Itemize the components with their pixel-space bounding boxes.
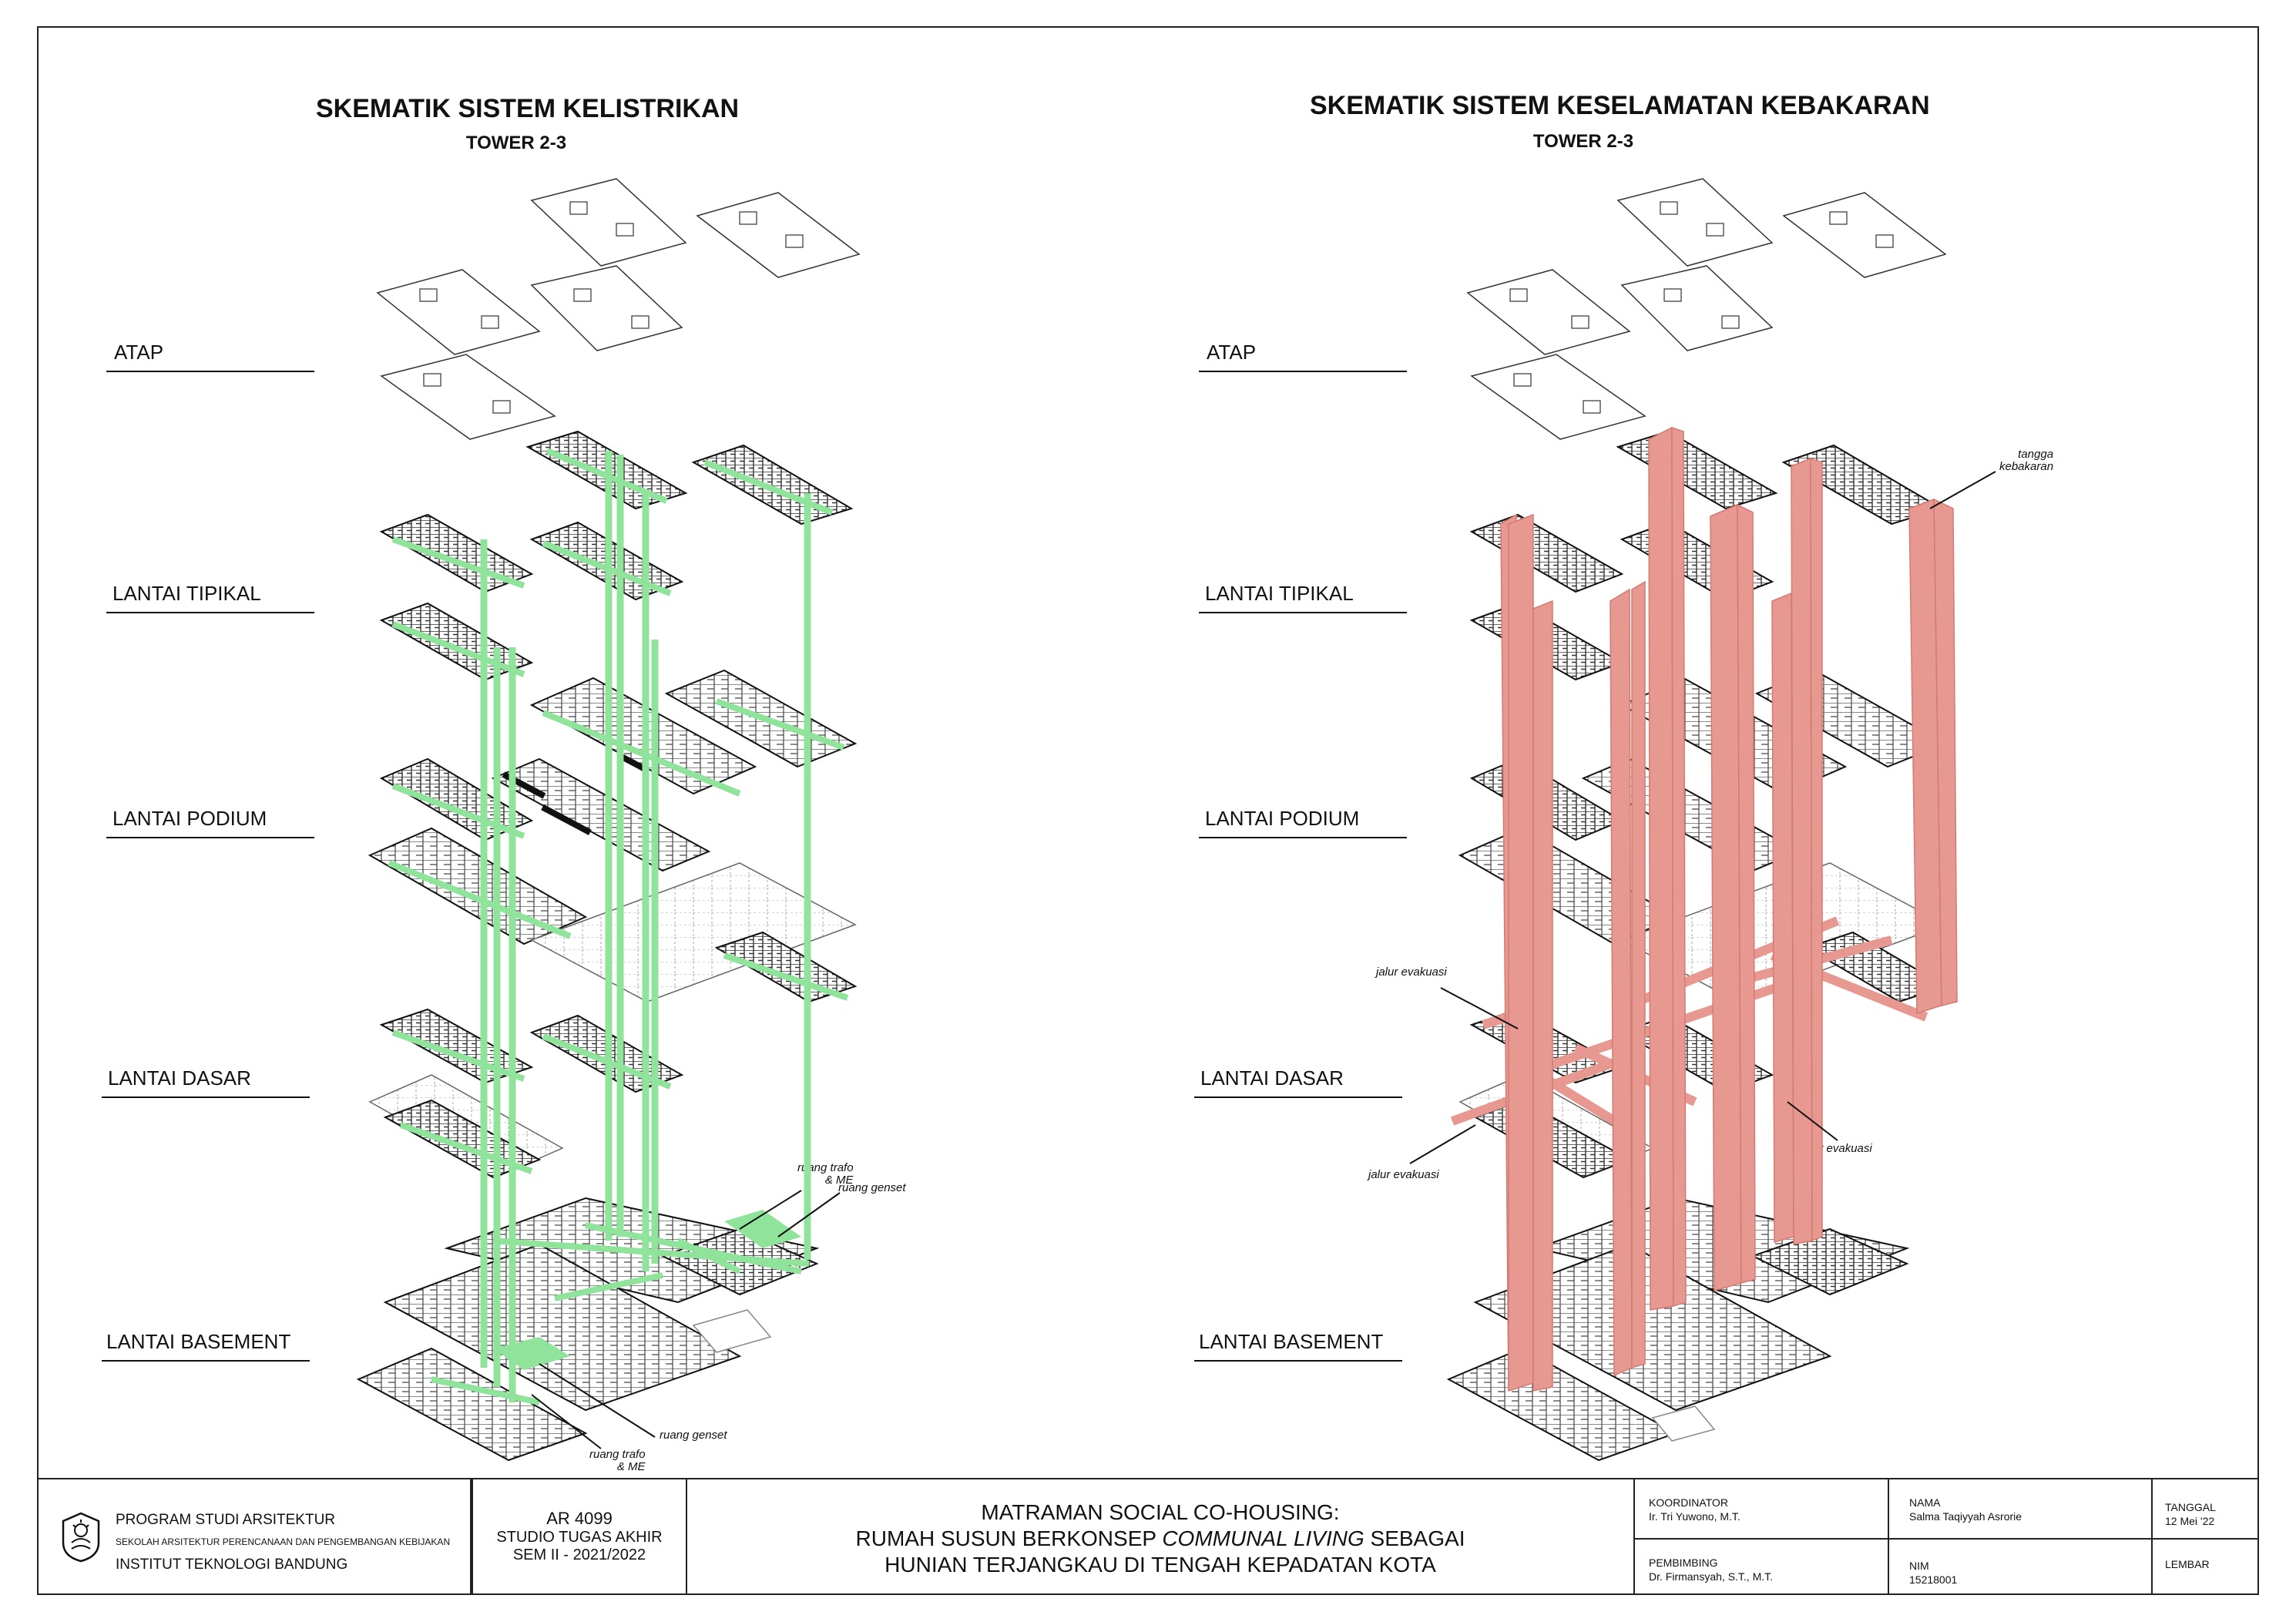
left-title: SKEMATIK SISTEM KELISTRIKAN bbox=[316, 94, 740, 123]
title-block: PROGRAM STUDI ARSITEKTUR SEKOLAH ARSITEK… bbox=[39, 1478, 2257, 1595]
koordinator-label: KOORDINATOR bbox=[1649, 1496, 1728, 1509]
annotation-jalur-evakuasi-1: jalur evakuasi bbox=[1376, 965, 1447, 979]
annotation-tangga-kebakaran: tangga kebakaran bbox=[1999, 448, 2054, 473]
lembar-label: LEMBAR bbox=[2165, 1558, 2210, 1570]
project-title-line-1: MATRAMAN SOCIAL CO-HOUSING: bbox=[981, 1500, 1340, 1524]
annotation-ruang-genset-bottom: ruang genset bbox=[660, 1429, 727, 1442]
drawing-sheet-border bbox=[37, 26, 2259, 1595]
koordinator-name: Ir. Tri Yuwono, M.T. bbox=[1649, 1510, 1740, 1523]
course-cell: AR 4099 STUDIO TUGAS AKHIR SEM II - 2021… bbox=[472, 1479, 687, 1595]
program-name: PROGRAM STUDI ARSITEKTUR bbox=[116, 1512, 336, 1528]
annotation-ruang-trafo-bottom: ruang trafo & ME bbox=[589, 1448, 646, 1473]
project-title-line-3: HUNIAN TERJANGKAU DI TENGAH KEPADATAN KO… bbox=[884, 1553, 1436, 1577]
level-label-atap-right: ATAP bbox=[1207, 341, 1257, 364]
course-name: STUDIO TUGAS AKHIR bbox=[496, 1529, 663, 1546]
project-title-line-2b: COMMUNAL LIVING bbox=[1162, 1526, 1365, 1550]
annotation-ruang-genset-top: ruang genset bbox=[838, 1181, 906, 1194]
level-label-atap-left: ATAP bbox=[114, 341, 164, 364]
nama-label: NAMA bbox=[1909, 1496, 1941, 1509]
left-isometric-diagram bbox=[356, 178, 861, 1462]
right-title: SKEMATIK SISTEM KESELAMATAN KEBAKARAN bbox=[1310, 91, 1930, 120]
level-label-dasar-left: LANTAI DASAR bbox=[108, 1066, 251, 1090]
nim-label: NIM bbox=[1909, 1560, 1929, 1572]
level-label-tipikal-left: LANTAI TIPIKAL bbox=[112, 582, 261, 605]
level-underlines bbox=[102, 371, 1407, 1362]
level-label-dasar-right: LANTAI DASAR bbox=[1200, 1066, 1344, 1090]
date-cell: TANGGAL 12 Mei '22 LEMBAR bbox=[2153, 1479, 2257, 1595]
advisor-cell: KOORDINATOR Ir. Tri Yuwono, M.T. PEMBIMB… bbox=[1635, 1479, 1889, 1595]
level-label-basement-right: LANTAI BASEMENT bbox=[1199, 1330, 1384, 1353]
school-name: SEKOLAH ARSITEKTUR PERENCANAAN DAN PENGE… bbox=[116, 1536, 451, 1547]
institute-name: INSTITUT TEKNOLOGI BANDUNG bbox=[116, 1557, 348, 1573]
tanggal-label: TANGGAL bbox=[2165, 1501, 2216, 1513]
level-label-podium-left: LANTAI PODIUM bbox=[112, 807, 267, 830]
nim-value: 15218001 bbox=[1909, 1573, 1958, 1586]
student-divider bbox=[1889, 1538, 2151, 1540]
project-title-line-2a: RUMAH SUSUN BERKONSEP bbox=[855, 1526, 1163, 1550]
right-subtitle: TOWER 2-3 bbox=[1532, 131, 1634, 152]
left-subtitle: TOWER 2-3 bbox=[465, 133, 567, 153]
nama-value: Salma Taqiyyah Asrorie bbox=[1909, 1510, 2022, 1523]
course-code: AR 4099 bbox=[546, 1509, 613, 1528]
semester: SEM II - 2021/2022 bbox=[512, 1546, 646, 1563]
level-label-tipikal-right: LANTAI TIPIKAL bbox=[1205, 582, 1354, 605]
student-cell: NAMA Salma Taqiyyah Asrorie NIM 15218001 bbox=[1889, 1479, 2153, 1595]
annotation-jalur-evakuasi-3: jalur evakuasi bbox=[1368, 1168, 1439, 1181]
institution-cell: PROGRAM STUDI ARSITEKTUR SEKOLAH ARSITEK… bbox=[39, 1479, 472, 1595]
project-title-line-2: RUMAH SUSUN BERKONSEP COMMUNAL LIVING SE… bbox=[687, 1526, 1633, 1552]
itb-logo-icon bbox=[62, 1512, 100, 1563]
project-title-line-2c: SEBAGAI bbox=[1364, 1526, 1465, 1550]
level-label-podium-right: LANTAI PODIUM bbox=[1205, 807, 1360, 830]
right-isometric-diagram bbox=[1409, 178, 1996, 1462]
pembimbing-label: PEMBIMBING bbox=[1649, 1557, 1718, 1569]
project-title-cell: MATRAMAN SOCIAL CO-HOUSING: RUMAH SUSUN … bbox=[687, 1479, 1635, 1595]
pembimbing-name: Dr. Firmansyah, S.T., M.T. bbox=[1649, 1570, 1774, 1583]
level-label-basement-left: LANTAI BASEMENT bbox=[106, 1330, 291, 1353]
advisor-divider bbox=[1635, 1538, 1888, 1540]
tanggal-value: 12 Mei '22 bbox=[2165, 1515, 2215, 1527]
date-divider bbox=[2153, 1538, 2257, 1540]
